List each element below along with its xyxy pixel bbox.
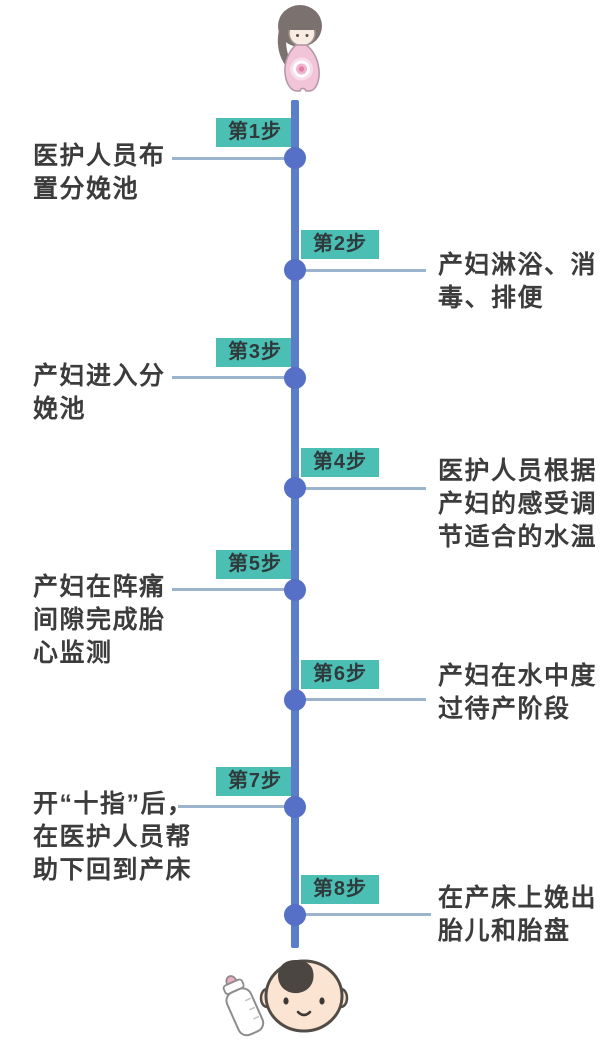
step-8-connector	[299, 913, 431, 916]
step-2-connector	[299, 269, 426, 272]
step-4-dot	[284, 477, 306, 499]
step-1-text: 医护人员布 置分娩池	[33, 142, 166, 203]
step-7-connector	[178, 805, 291, 808]
step-3-dot	[284, 367, 306, 389]
step-7-dot	[284, 796, 306, 818]
step-5-text: 产妇在阵痛 间隙完成胎 心监测	[33, 573, 166, 667]
step-5-label: 第5步	[216, 550, 294, 579]
step-3-connector	[172, 376, 291, 379]
step-3-label: 第3步	[216, 338, 294, 367]
step-4-label: 第4步	[301, 448, 379, 477]
step-6-connector	[299, 698, 426, 701]
step-3-text: 产妇进入分 娩池	[33, 362, 166, 423]
step-1-dot	[284, 147, 306, 169]
step-8-dot	[284, 904, 306, 926]
step-6-text: 产妇在水中度 过待产阶段	[438, 662, 598, 723]
step-1-connector	[172, 157, 291, 160]
step-1-label: 第1步	[216, 118, 294, 147]
step-8-label: 第8步	[301, 875, 379, 904]
pregnant-woman-icon	[277, 5, 322, 92]
step-7-text: 开“十指”后， 在医护人员帮 助下回到产床	[33, 790, 194, 884]
step-4-text: 医护人员根据 产妇的感受调 节适合的水温	[438, 457, 598, 551]
step-6-label: 第6步	[301, 660, 379, 689]
step-7-label: 第7步	[216, 767, 294, 796]
step-8-text: 在产床上娩出 胎儿和胎盘	[438, 884, 598, 945]
baby-face-icon	[259, 959, 349, 1033]
step-2-label: 第2步	[301, 230, 379, 259]
step-5-dot	[284, 579, 306, 601]
step-4-connector	[299, 487, 426, 490]
step-2-text: 产妇淋浴、消 毒、排便	[438, 251, 598, 312]
bottom-icons	[222, 959, 349, 1037]
step-6-dot	[284, 689, 306, 711]
step-2-dot	[284, 259, 306, 281]
timeline-line	[291, 100, 299, 948]
milk-bottle-icon	[222, 975, 265, 1037]
step-5-connector	[172, 588, 291, 591]
